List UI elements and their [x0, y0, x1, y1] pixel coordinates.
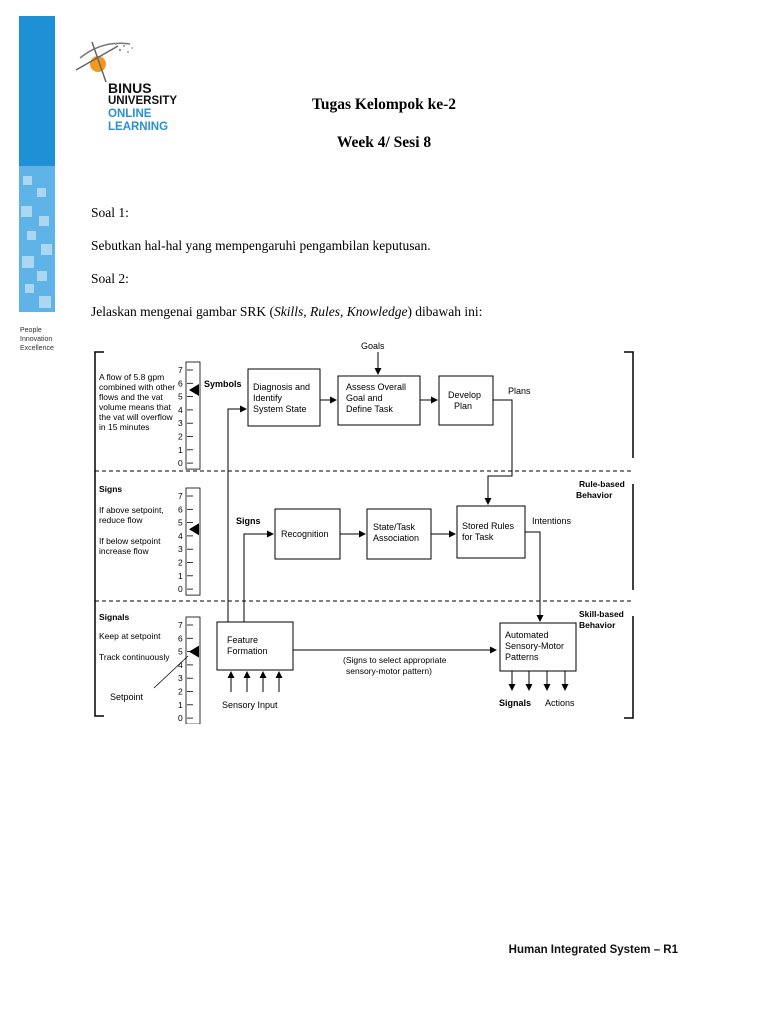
scale-pointer	[189, 383, 199, 396]
footer-course-name: Human Integrated System – R1	[508, 944, 678, 956]
scale-tick-label: 3	[178, 418, 183, 428]
scale-tick-label: 7	[178, 491, 183, 501]
tagline-line: Innovation	[20, 336, 53, 343]
question-2-text: Jelaskan mengenai gambar SRK (Skills, Ru…	[91, 304, 483, 319]
skill-level-title: Signals	[99, 612, 130, 622]
scale-frame	[185, 487, 201, 596]
question-2-label: Soal 2:	[91, 271, 129, 286]
scale-tick-label: 1	[178, 445, 183, 455]
logo-line-online: ONLINE	[108, 108, 152, 120]
tagline-line: Excellence	[20, 345, 54, 352]
scale-tick-label: 6	[178, 504, 183, 514]
scale-tick-label: 2	[178, 432, 183, 442]
assess-box	[337, 375, 421, 426]
goals-label: Goals	[361, 341, 385, 351]
scale-tick-label: 0	[178, 713, 183, 723]
develop-text: Develop Plan	[448, 390, 484, 411]
setpoint-label: Setpoint	[110, 692, 144, 702]
scale-tick-label: 2	[178, 558, 183, 568]
rule-note-1: If above setpoint, reduce flow	[99, 505, 166, 525]
logo-mark-icon	[75, 41, 133, 83]
state-task-text: State/Task Association	[373, 522, 419, 543]
logo-line-learning: LEARNING	[108, 121, 169, 133]
logo-text: BINUS UNIVERSITY ONLINE LEARNING	[108, 80, 178, 134]
left-bracket	[94, 351, 104, 717]
plans-label: Plans	[508, 386, 531, 396]
scale-tick-label: 5	[178, 392, 183, 402]
binus-logo: BINUS UNIVERSITY ONLINE LEARNING	[72, 36, 192, 142]
question-1-label: Soal 1:	[91, 205, 129, 220]
tagline-line: People	[20, 327, 42, 334]
scale-tick-label: 4	[178, 531, 183, 541]
intentions-label: Intentions	[532, 516, 572, 526]
feature-formation-box	[216, 621, 294, 671]
scale-tick-label: 1	[178, 571, 183, 581]
scale-tick-label: 3	[178, 673, 183, 683]
scale-gauge: 7 6 5 4 3 2 1 0	[178, 616, 201, 724]
scale-gauge: 7 6 5 4 3 2 1 0	[178, 361, 201, 470]
scale-pointer	[189, 645, 199, 658]
symbols-label: Symbols	[204, 379, 242, 389]
question-1-text: Sebutkan hal-hal yang mempengaruhi penga…	[91, 238, 431, 253]
rule-note-2: If below setpoint increase flow	[99, 536, 163, 556]
signs-label: Signs	[236, 516, 261, 526]
scale-tick-label: 1	[178, 700, 183, 710]
logo-line-binus: BINUS	[108, 80, 152, 96]
scale-tick-label: 5	[178, 647, 183, 657]
scale-pointer	[189, 523, 199, 536]
scale-tick-label: 7	[178, 365, 183, 375]
assess-text: Assess Overall Goal and Define Task	[346, 382, 409, 414]
scale-tick-label: 0	[178, 584, 183, 594]
scale-frame	[185, 361, 201, 470]
signs-note: (Signs to select appropriate sensory-mot…	[343, 655, 449, 676]
skill-based-label: Skill-based Behavior	[579, 609, 626, 630]
scale-gauge: 7 6 5 4 3 2 1 0	[178, 487, 201, 596]
scale-tick-label: 4	[178, 405, 183, 415]
scale-tick-label: 5	[178, 518, 183, 528]
state-task-box	[366, 508, 432, 560]
feature-formation-text: Feature Formation	[227, 635, 268, 656]
stored-rules-box	[456, 505, 526, 559]
signals-output-label: Signals	[499, 698, 531, 708]
skill-note-1: Keep at setpoint	[99, 631, 161, 641]
rule-based-label: Rule-based Behavior	[576, 479, 627, 500]
knowledge-note: A flow of 5.8 gpm combined with other fl…	[99, 372, 177, 432]
scale-tick-label: 3	[178, 544, 183, 554]
scale-tick-label: 7	[178, 620, 183, 630]
recognition-text: Recognition	[281, 529, 329, 539]
side-decoration-strip	[19, 16, 55, 312]
stored-rules-text: Stored Rules for Task	[462, 521, 517, 542]
diagnosis-text: Diagnosis and Identify System State	[253, 382, 313, 414]
skill-note-2: Track continuously	[99, 652, 170, 662]
srk-diagram: A flow of 5.8 gpm combined with other fl…	[94, 341, 634, 724]
automated-text: Automated Sensory-Motor Patterns	[505, 630, 567, 662]
page-subtitle: Week 4/ Sesi 8	[336, 134, 432, 151]
scale-tick-label: 2	[178, 687, 183, 697]
sensory-input-label: Sensory Input	[222, 700, 278, 710]
scale-tick-label: 6	[178, 378, 183, 388]
automated-box	[499, 622, 577, 672]
diagnosis-box	[247, 368, 321, 427]
logo-line-university: UNIVERSITY	[108, 95, 178, 107]
recognition-box	[274, 508, 341, 560]
tagline: People Innovation Excellence	[20, 326, 54, 353]
scale-tick-label: 0	[178, 458, 183, 468]
actions-label: Actions	[545, 698, 575, 708]
right-bracket	[624, 351, 634, 458]
scale-tick-label: 4	[178, 660, 183, 670]
scale-tick-label: 6	[178, 633, 183, 643]
page-title: Tugas Kelompok ke-2	[311, 96, 457, 113]
scale-frame	[185, 616, 201, 724]
rule-level-title: Signs	[99, 484, 122, 494]
